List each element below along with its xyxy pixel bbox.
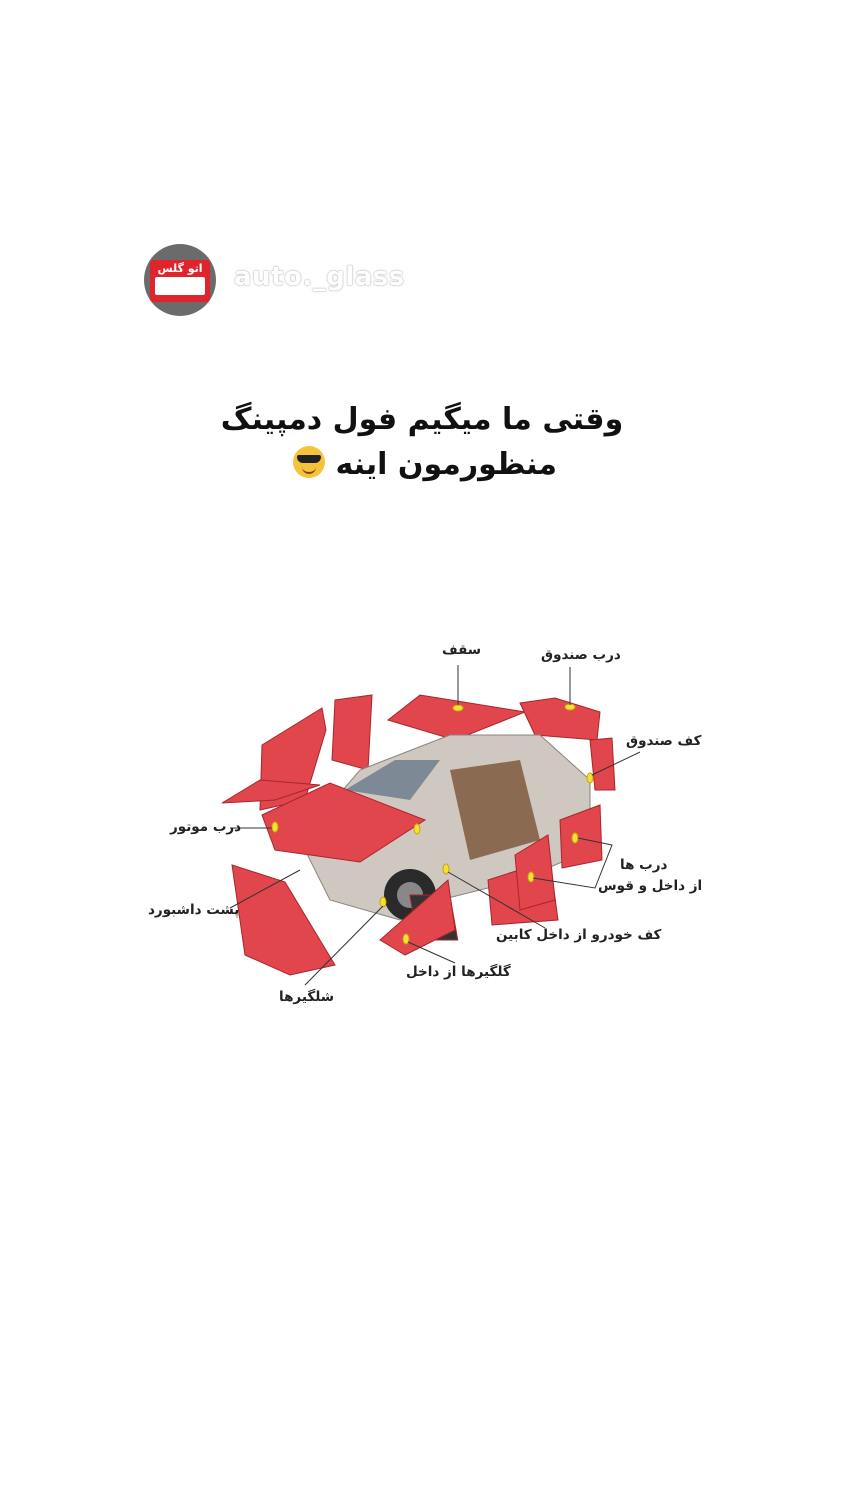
label-roof: سقف: [442, 642, 482, 658]
front-bumper: [231, 864, 336, 976]
rear-quarter-panel: [221, 779, 321, 804]
leader-trunk-floor: [591, 751, 641, 776]
door-panel-left-2: [331, 694, 373, 771]
sunglasses-emoji-icon: [293, 446, 325, 478]
caption-text: منظورمون اینه: [335, 447, 557, 482]
marker-cabin-floor: [442, 863, 450, 875]
hood-panel: [261, 782, 427, 863]
marker-front-wheel: [379, 896, 387, 908]
label-firewall: پشت داشبورد: [148, 902, 240, 918]
leader-cabin-floor: [447, 871, 546, 929]
fender-panel: [379, 879, 456, 956]
avatar-brand: اتو گلس: [157, 262, 203, 275]
caption-line-1: وقتی ما میگیم فول دمپینگ: [220, 402, 624, 437]
roof-panel: [386, 694, 527, 741]
label-wheel-arches: شلگیرها: [279, 989, 334, 1005]
avatar-logo-card: اتو گلس: [150, 260, 210, 302]
marker-door-2: [571, 832, 579, 844]
label-trunk-floor: کف صندوق: [626, 733, 702, 749]
label-cabin-floor: کف خودرو از داخل کابین: [496, 927, 662, 943]
leader-wheel-arch: [304, 905, 384, 986]
rear-door-panel-2: [559, 804, 603, 869]
trunk-floor-panel: [589, 737, 616, 791]
username[interactable]: auto._glass: [234, 262, 405, 292]
rear-door-panel: [514, 834, 556, 911]
caption-line-2: منظورمون اینه: [0, 446, 844, 482]
trunk-lid-panel: [519, 697, 601, 741]
avatar-info-box: [155, 277, 205, 295]
label-trunk-lid: درب صندوق: [541, 647, 621, 663]
leader-doors: [532, 837, 613, 889]
label-doors-line2: از داخل و قوس: [598, 878, 703, 894]
marker-firewall: [413, 823, 421, 835]
marker-fender: [402, 933, 410, 945]
marker-roof: [452, 704, 464, 712]
seats: [450, 760, 540, 860]
marker-hood: [271, 821, 279, 833]
label-fenders: گلگیرها از داخل: [406, 964, 511, 980]
label-hood: درب موتور: [170, 819, 242, 835]
leader-fender: [407, 941, 456, 964]
marker-trunk-floor: [586, 772, 594, 784]
label-doors-line1: درب ها: [620, 857, 668, 873]
leader-firewall: [229, 869, 301, 909]
windshield: [345, 760, 440, 800]
profile-avatar[interactable]: اتو گلس: [144, 244, 216, 316]
marker-door-1: [527, 871, 535, 883]
